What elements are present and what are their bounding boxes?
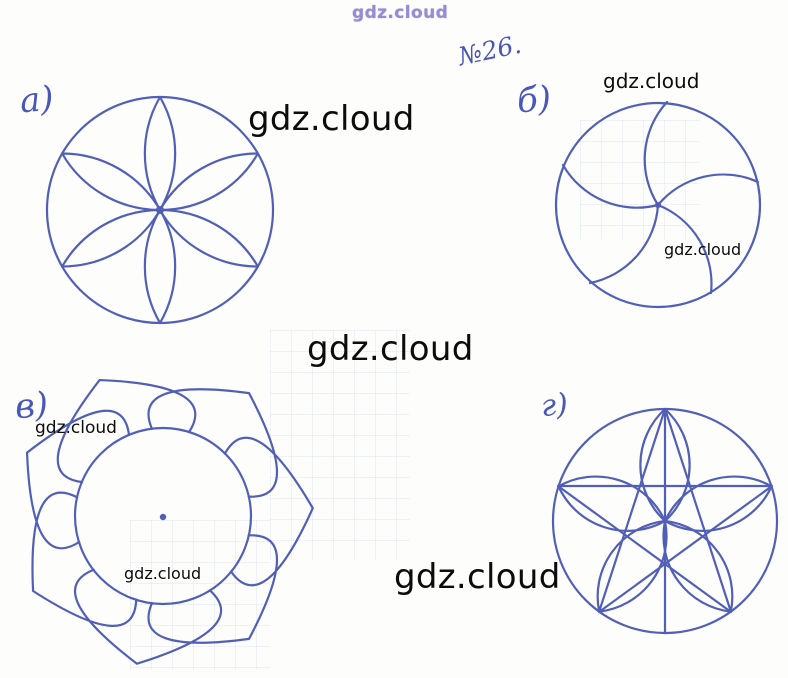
figure-g-label: г) (539, 386, 570, 425)
center-dot (655, 202, 661, 208)
arc-petal (557, 475, 667, 532)
arc-petal (662, 519, 734, 613)
watermark-figure-b-top: gdz.cloud (603, 69, 700, 93)
petal (25, 409, 131, 550)
figure-v-circle (73, 426, 253, 606)
arc-petal (596, 519, 668, 613)
blade (656, 173, 760, 207)
blade (643, 100, 669, 207)
petal (143, 208, 177, 325)
petal (61, 152, 162, 212)
center-dot (662, 518, 668, 524)
watermark-figure-v-top: gdz.cloud (35, 418, 117, 438)
arc-petal (639, 407, 691, 523)
arc-petal (663, 475, 773, 532)
center-dot (156, 206, 164, 214)
figure-a-label: а) (18, 78, 56, 122)
petal (61, 208, 162, 268)
figure-a-rosette (45, 95, 275, 325)
petal (147, 534, 278, 644)
watermark-figure-g: gdz.cloud (394, 557, 561, 597)
blade (588, 203, 660, 285)
figure-b-label: б) (515, 78, 553, 122)
blade (656, 203, 713, 295)
watermark-figure-v-inner: gdz.cloud (124, 564, 202, 583)
petal (74, 568, 222, 665)
petal (56, 378, 197, 484)
petal (158, 208, 259, 268)
petal (223, 436, 314, 587)
figure-b-circle (554, 101, 762, 309)
figure-b-pinwheel (554, 100, 762, 309)
petal (143, 95, 177, 212)
petal (31, 491, 138, 627)
watermark-page-center: gdz.cloud (307, 329, 474, 369)
figure-v-flower (25, 378, 314, 665)
header-watermark: gdz.cloud (352, 3, 449, 23)
watermark-figure-b-inner: gdz.cloud (664, 240, 742, 259)
petal (147, 388, 278, 498)
watermark-figure-a: gdz.cloud (248, 99, 415, 139)
blade (561, 163, 660, 209)
center-dot (159, 513, 167, 521)
figure-g-star (551, 407, 779, 635)
petal (158, 152, 259, 212)
